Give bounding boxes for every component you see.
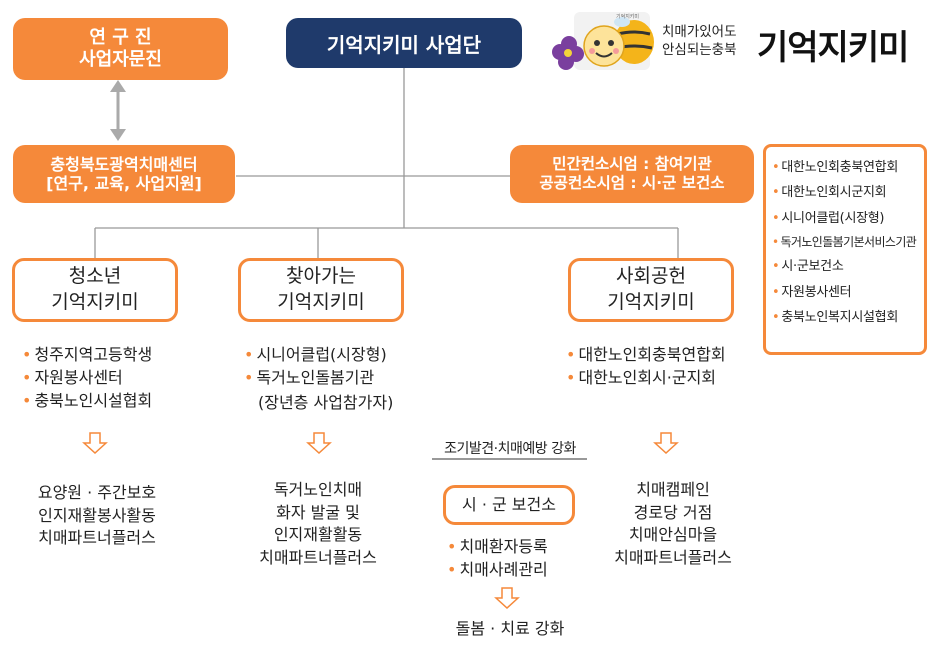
list-item: 대한노인회시·군지회 (566, 366, 726, 389)
participant-item: 충북노인복지시설협회 (772, 305, 918, 330)
participants-list: 대한노인회충북연합회 대한노인회시군지회 시니어클럽(시장형) 독거노인돌봄기본… (772, 155, 918, 330)
down-arrow-icon (82, 432, 108, 454)
outcome-line: 요양원 · 주간보호 (37, 483, 157, 502)
participant-item: 대한노인회충북연합회 (772, 155, 918, 180)
list-item: 시니어클럽(시장형) (244, 343, 386, 366)
social-outcomes: 치매캠페인 경로당 거점 치매안심마을 치매파트너플러스 (588, 479, 758, 570)
mascot-caption: 기억지키미 (616, 14, 640, 20)
outcome-line: 치매캠페인 (636, 480, 710, 499)
regional-center-box: 충청북도광역치매센터 [연구, 교육, 사업지원] (13, 145, 235, 203)
outcome-line: 화자 발굴 및 (276, 502, 360, 522)
double-arrow-icon (110, 80, 126, 141)
list-item: 충북노인시설협회 (22, 389, 152, 412)
regional-center-line2: [연구, 교육, 사업지원] (46, 174, 202, 193)
participant-item: 대한노인회시군지회 (772, 180, 918, 205)
consortium-line1: 민간컨소시엄 : 참여기관 (552, 155, 712, 174)
down-arrow-icon (494, 587, 520, 609)
logo: 기억지키미 치매가있어도 안심되는충북 기억지키미 (552, 8, 924, 78)
youth-bullets: 청주지역고등학생 자원봉사센터 충북노인시설협회 (22, 343, 152, 413)
visiting-outcomes: 독거노인치매 화자 발굴 및 인지재활활동 치매파트너플러스 (233, 479, 403, 570)
logo-tagline-line1: 치매가있어도 (662, 24, 737, 40)
visiting-title-line2: 기억지키미 (277, 291, 365, 313)
logo-brand: 기억지키미 (757, 28, 909, 68)
visiting-bullet-note: (장년층 사업참가자) (258, 393, 394, 412)
health-center-title: 시 · 군 보건소 (462, 495, 556, 515)
list-item: 독거노인돌봄기관 (244, 366, 387, 389)
regional-center-line1: 충청북도광역치매센터 (50, 154, 198, 174)
social-title-line2: 기억지키미 (607, 291, 695, 313)
participant-item: 시니어클럽(시장형) (772, 206, 918, 231)
outcome-line: 치매파트너플러스 (38, 528, 156, 548)
social-branch-box: 사회공헌 기억지키미 (568, 258, 734, 322)
health-center-header: 조기발견·치매예방 강화 (444, 441, 576, 457)
health-center-bullets: 치매환자등록 치매사례관리 (447, 535, 547, 581)
visiting-title-line1: 찾아가는 (286, 265, 356, 288)
logo-tagline: 치매가있어도 안심되는충북 (662, 24, 737, 59)
flower-icon (552, 36, 584, 70)
down-arrow-icon (653, 432, 679, 454)
visiting-branch-box: 찾아가는 기억지키미 (238, 258, 404, 322)
consortium-box: 민간컨소시엄 : 참여기관 공공컨소시엄 : 시·군 보건소 (510, 145, 754, 203)
health-center-outcome: 돌봄 · 치료 강화 (455, 619, 565, 638)
list-item: 대한노인회충북연합회 (566, 343, 725, 366)
research-advisory-box: 연 구 진 사업자문진 (13, 18, 228, 80)
list-item: 청주지역고등학생 (22, 343, 152, 366)
participant-item: 시·군보건소 (772, 254, 918, 279)
consortium-line2: 공공컨소시엄 : 시·군 보건소 (539, 174, 725, 192)
down-arrow-icon (306, 432, 332, 454)
participants-panel: 대한노인회충북연합회 대한노인회시군지회 시니어클럽(시장형) 독거노인돌봄기본… (763, 144, 927, 355)
youth-title-line1: 청소년 (68, 265, 122, 288)
outcome-line: 경로당 거점 (633, 502, 713, 522)
outcome-line: 치매안심마을 (628, 525, 718, 545)
visiting-bullets: 시니어클럽(시장형) 독거노인돌봄기관 (244, 343, 387, 389)
list-item: 자원봉사센터 (22, 366, 152, 389)
research-box-line1: 연 구 진 (89, 27, 152, 49)
list-item: 치매사례관리 (447, 558, 547, 581)
center-title-box: 기억지키미 사업단 (286, 18, 522, 68)
outcome-line: 인지재활봉사활동 (38, 505, 156, 525)
participant-item: 독거노인돌봄기본서비스기관 (772, 231, 918, 254)
mascot-icon (552, 12, 654, 70)
outcome-line: 치매파트너플러스 (259, 548, 377, 568)
outcome-line: 독거노인치매 (273, 480, 363, 499)
outcome-line: 인지재활활동 (273, 525, 363, 545)
social-title-line1: 사회공헌 (616, 265, 686, 288)
list-item: 치매환자등록 (447, 535, 547, 558)
outcome-line: 치매파트너플러스 (614, 548, 732, 568)
youth-outcomes: 요양원 · 주간보호 인지재활봉사활동 치매파트너플러스 (12, 482, 182, 550)
center-title: 기억지키미 사업단 (326, 32, 482, 57)
research-box-line2: 사업자문진 (79, 49, 162, 70)
participant-item: 자원봉사센터 (772, 280, 918, 305)
youth-branch-box: 청소년 기억지키미 (12, 258, 178, 322)
logo-tagline-line2: 안심되는충북 (662, 41, 737, 58)
social-bullets: 대한노인회충북연합회 대한노인회시·군지회 (566, 343, 726, 389)
youth-title-line2: 기억지키미 (51, 291, 139, 313)
health-center-box: 시 · 군 보건소 (443, 485, 575, 525)
